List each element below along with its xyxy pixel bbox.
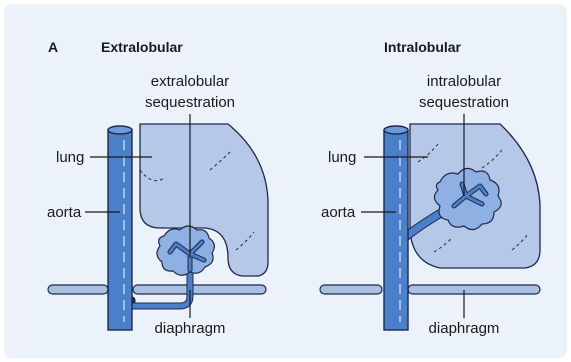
right-sequestration-label-line2: sequestration xyxy=(419,94,509,111)
right-aorta-top xyxy=(384,126,408,134)
right-sequestration-label-line1: intralobular xyxy=(427,73,501,90)
right-aorta-label: aorta xyxy=(321,204,356,221)
right-lung-label: lung xyxy=(328,149,356,166)
left-diaphragm-bar-left xyxy=(48,285,108,294)
right-diaphragm-bar-left xyxy=(320,285,382,294)
left-aorta xyxy=(108,130,132,330)
right-diaphragm-bar-right xyxy=(408,285,540,294)
left-diaphragm-label: diaphragm xyxy=(155,320,226,337)
left-lung-label: lung xyxy=(56,149,84,166)
left-aorta-top xyxy=(108,126,132,134)
left-panel-title: Extralobular xyxy=(101,39,183,55)
right-aorta xyxy=(384,130,408,330)
right-panel-title: Intralobular xyxy=(384,39,462,55)
left-aorta-label: aorta xyxy=(47,204,82,221)
left-diaphragm-bar-right xyxy=(133,285,266,294)
right-diaphragm-label: diaphragm xyxy=(429,320,500,337)
left-sequestration-label-line1: extralobular xyxy=(151,73,229,90)
left-sequestration-label-line2: sequestration xyxy=(145,94,235,111)
panel-letter: A xyxy=(48,39,58,55)
